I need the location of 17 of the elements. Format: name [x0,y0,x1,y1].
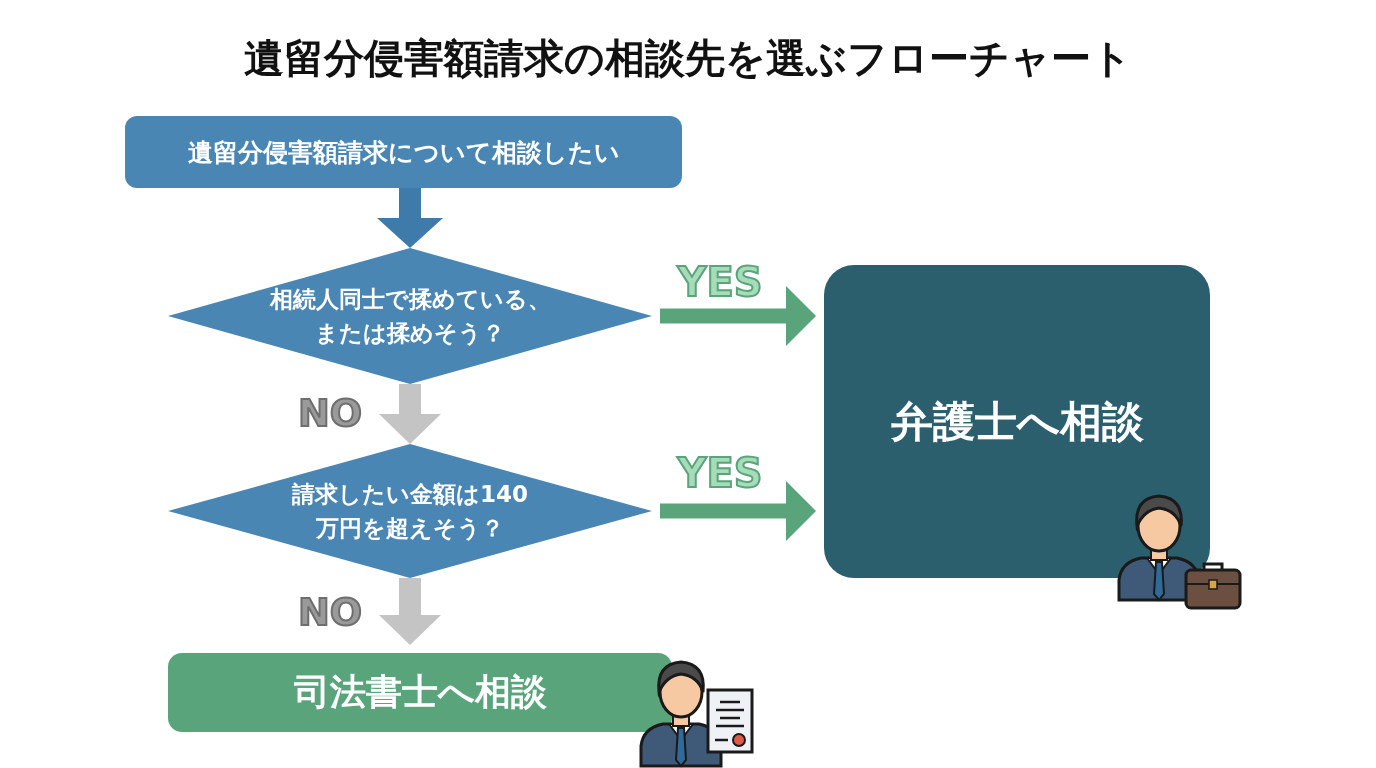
arrow [660,286,816,346]
arrow [660,481,816,541]
process-box: 司法書士へ相談 [168,653,672,732]
question-text: 請求したい金額は140万円を超えそう？ [291,479,529,543]
title: 遺留分侵害額請求の相談先を選ぶフローチャート [243,34,1133,83]
arrow [377,188,443,248]
edge-label: NO [298,593,363,631]
decision-diamond [168,444,652,578]
decision-diamond [168,248,652,384]
arrow [379,384,441,444]
edge-label: YES [677,453,763,493]
arrow [379,578,441,645]
process-box: 弁護士へ相談 [824,265,1210,578]
edge-label: NO [298,394,363,432]
process-box: 遺留分侵害額請求について相談したい [125,116,682,188]
edge-label: YES [677,262,763,302]
question-text: 相続人同士で揉めている、または揉めそう？ [268,284,552,348]
